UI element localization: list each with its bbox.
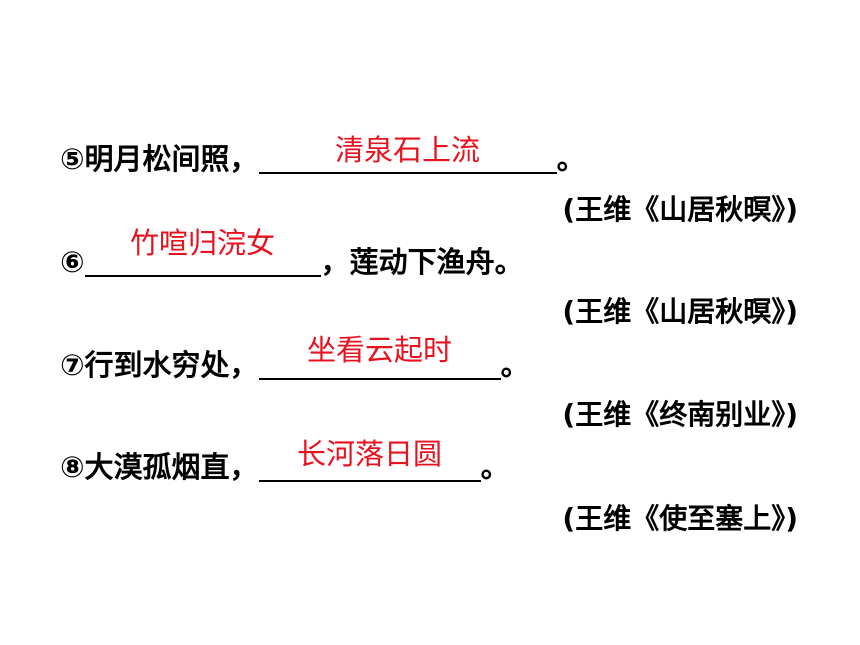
- poem-line-5: ⑤明月松间照， 清泉石上流 。: [60, 136, 586, 176]
- answer-6: 竹喧归浣女: [130, 226, 276, 260]
- poem-line-6: ⑥ 竹喧归浣女 ，莲动下渔舟。: [60, 229, 524, 279]
- line-suffix-5: 。: [556, 142, 586, 176]
- source-citation-8: (王维《使至塞上》): [562, 502, 798, 535]
- line-prefix-8: ⑧大漠孤烟直，: [60, 450, 259, 484]
- poem-line-7: ⑦行到水穷处， 坐看云起时 。: [60, 336, 530, 382]
- source-citation-5: (王维《山居秋暝》): [562, 193, 798, 226]
- answer-5: 清泉石上流: [335, 133, 481, 167]
- fill-blank-5[interactable]: 清泉石上流: [258, 136, 557, 174]
- answer-8: 长河落日圆: [297, 437, 443, 471]
- fill-blank-6[interactable]: 竹喧归浣女: [84, 229, 321, 277]
- answer-7: 坐看云起时: [307, 333, 453, 367]
- line-prefix-5: ⑤明月松间照，: [60, 142, 259, 176]
- line-suffix-7: 。: [500, 348, 530, 382]
- line-prefix-6: ⑥: [60, 245, 85, 279]
- source-citation-6: (王维《山居秋暝》): [562, 295, 798, 328]
- fill-blank-7[interactable]: 坐看云起时: [258, 336, 501, 380]
- source-citation-7: (王维《终南别业》): [562, 398, 798, 431]
- line-suffix-8: 。: [480, 450, 510, 484]
- poem-line-8: ⑧大漠孤烟直， 长河落日圆 。: [60, 440, 510, 484]
- fill-blank-8[interactable]: 长河落日圆: [258, 440, 481, 482]
- line-suffix-6: ，莲动下渔舟。: [320, 245, 524, 279]
- line-prefix-7: ⑦行到水穷处，: [60, 348, 259, 382]
